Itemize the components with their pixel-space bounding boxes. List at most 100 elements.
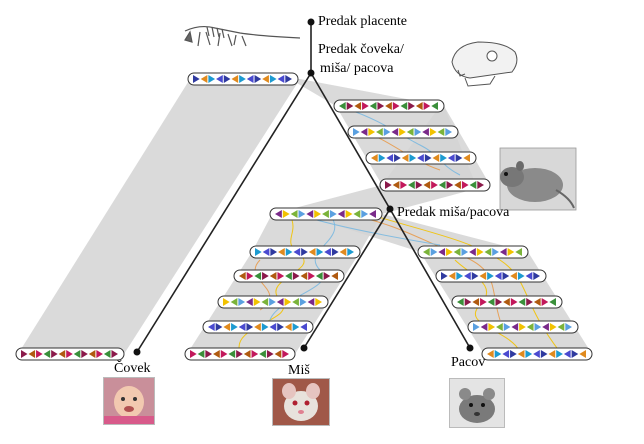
chromosome-segment xyxy=(526,298,533,306)
chromosome-segment xyxy=(246,75,254,83)
node-mouse-rat-ancestor xyxy=(386,205,394,213)
chromosome-segment xyxy=(507,248,515,256)
chromosome-segment xyxy=(223,75,231,83)
synteny-band xyxy=(290,79,444,106)
chromosome-segment xyxy=(270,248,278,256)
chromosome-segment xyxy=(471,272,479,280)
chromosome-segment xyxy=(261,298,269,306)
node-human xyxy=(133,348,141,356)
chromosome-rat-1 xyxy=(417,245,529,259)
chromosome-segment xyxy=(496,323,503,331)
chromosome-segment xyxy=(456,272,464,280)
chromosome-segment xyxy=(494,272,502,280)
chromosome-segment xyxy=(246,272,254,280)
chromosome-segment xyxy=(282,210,290,218)
node-placental-ancestor xyxy=(307,18,315,26)
chromosome-segment xyxy=(306,210,314,218)
chromosome-segment xyxy=(377,102,385,110)
chromosome-segment xyxy=(223,298,230,306)
chromosome-segment xyxy=(519,323,526,331)
chromosome-segment xyxy=(517,272,525,280)
chromosome-segment xyxy=(323,272,331,280)
chromosome-segment xyxy=(424,154,432,162)
chromosome-segment xyxy=(220,350,228,358)
chromosome-segment xyxy=(448,272,456,280)
chromosome-segment xyxy=(266,350,274,358)
chromosome-segment xyxy=(269,272,277,280)
baby-photo xyxy=(103,377,155,425)
chromosome-segment xyxy=(469,248,476,256)
synteny-line xyxy=(349,109,461,176)
chromosome-segment xyxy=(492,248,499,256)
chromosome-segment xyxy=(231,75,239,83)
chromosome-segment xyxy=(517,350,525,358)
chromosome-segment xyxy=(269,323,277,331)
chromosome-mouse-3 xyxy=(217,295,329,309)
chromosome-segment xyxy=(371,154,378,162)
chromosome-segment xyxy=(422,128,429,136)
chromosome-mouse-2 xyxy=(233,269,345,283)
chromosome-segment xyxy=(408,181,415,189)
chromosome-segment xyxy=(477,181,484,189)
chromosome-segment xyxy=(331,272,338,280)
chromosome-segment xyxy=(563,350,571,358)
chromosome-segment xyxy=(66,350,73,358)
chromosome-segment xyxy=(423,248,430,256)
chromosome-segment xyxy=(383,128,391,136)
chromosome-segment xyxy=(453,248,461,256)
chromosome-segment xyxy=(480,323,488,331)
chromosome-segment xyxy=(526,323,534,331)
chromosome-segment xyxy=(277,272,285,280)
chromosome-segment xyxy=(246,298,253,306)
chromosome-segment xyxy=(331,248,339,256)
chromosome-segment xyxy=(406,128,414,136)
chromosome-segment xyxy=(262,248,270,256)
chromosome-segment xyxy=(385,181,392,189)
chromosome-segment xyxy=(464,272,471,280)
skeleton-icon xyxy=(184,25,301,47)
chromosome-segment xyxy=(473,323,480,331)
chromosome-segment xyxy=(480,298,487,306)
chromosome-segment xyxy=(208,323,215,331)
phylogeny-branches xyxy=(133,18,474,356)
chromosome-segment xyxy=(376,128,383,136)
chromosome-segment xyxy=(431,102,438,110)
chromosome-segment xyxy=(58,350,66,358)
label-mouse-rat-ancestor: Predak miša/pacova xyxy=(397,205,510,220)
chromosome-segment xyxy=(73,350,81,358)
chromosome-segment xyxy=(284,323,292,331)
chromosome-segment xyxy=(251,350,259,358)
chromosome-segment xyxy=(408,102,415,110)
chromosome-segment xyxy=(368,128,376,136)
chromosome-segment xyxy=(300,272,308,280)
chromosome-segment xyxy=(386,154,394,162)
chromosome-segment xyxy=(254,323,261,331)
chromosome-segment xyxy=(223,323,231,331)
chromosome-segment xyxy=(503,323,511,331)
branch-human xyxy=(136,72,312,353)
chromosome-segment xyxy=(464,298,472,306)
chromosome-rodent-a3 xyxy=(365,151,477,165)
chromosome-segment xyxy=(299,298,307,306)
node-mouse xyxy=(300,344,308,352)
chromosome-segment xyxy=(329,210,337,218)
chromosome-rat-3 xyxy=(451,295,563,309)
chromosome-segment xyxy=(457,298,464,306)
chromosome-segment xyxy=(534,323,542,331)
chromosome-segment xyxy=(236,350,243,358)
chromosome-segment xyxy=(540,350,548,358)
chromosome-segment xyxy=(339,248,347,256)
chromosome-segment xyxy=(346,102,354,110)
chromosome-segment xyxy=(454,181,461,189)
chromosome-segment xyxy=(525,350,533,358)
synteny-band xyxy=(18,79,300,354)
chromosome-segment xyxy=(472,298,480,306)
chromosome-segment xyxy=(369,102,377,110)
chromosome-segment xyxy=(438,181,446,189)
label-placental-ancestor: Predak placente xyxy=(318,14,408,29)
chromosome-segment xyxy=(495,298,503,306)
chromosome-segment xyxy=(307,298,315,306)
chromosome-segment xyxy=(255,248,262,256)
chromosome-segment xyxy=(292,323,300,331)
